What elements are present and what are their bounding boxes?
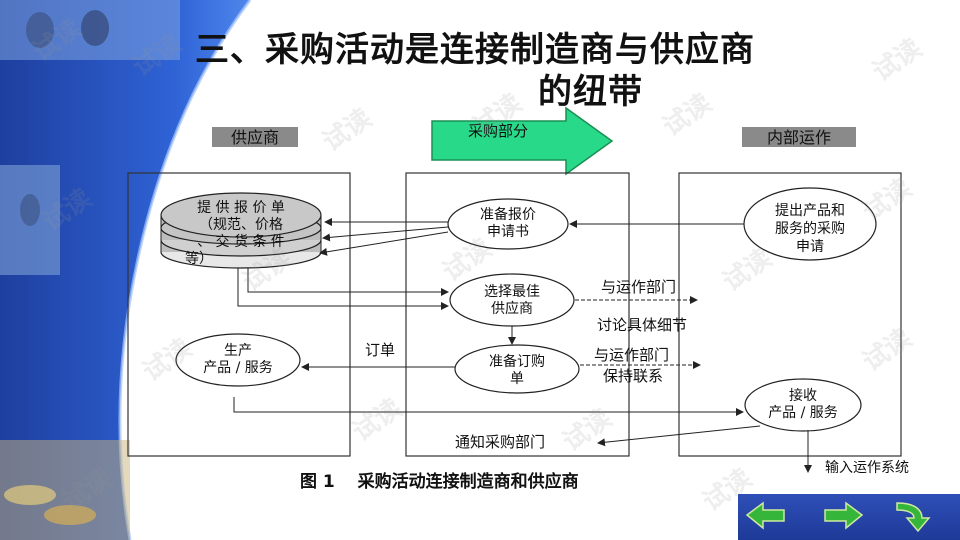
flow-edges (233, 218, 812, 473)
slide-title-line-1: 三、采购活动是连接制造商与供应商 (195, 30, 755, 70)
figure-caption: 图 1 采购活动连接制造商和供应商 (300, 471, 579, 492)
select-supplier-line-2: 供应商 (491, 300, 533, 317)
quote-document-stack: 提 供 报 价 单 （规范、价格 、 交 货 条 件 等） (160, 192, 322, 269)
propose-need-line-3: 申请 (796, 239, 824, 255)
input-system-label: 输入运作系统 (825, 460, 909, 476)
internal-header: 内部运作 (742, 127, 856, 147)
prepare-rfq-line-2: 申请书 (487, 224, 529, 240)
edge-quote-to-select-1 (237, 268, 449, 310)
select-supplier-line-1: 选择最佳 (484, 284, 540, 300)
production-line-2: 产品 / 服务 (203, 360, 273, 376)
propose-need-line-1: 提出产品和 (775, 203, 845, 219)
next-button[interactable] (824, 501, 864, 530)
discuss-details-label: 讨论具体细节 (597, 316, 687, 334)
arrow-right-icon (824, 501, 864, 530)
ops-dept-label: 与运作部门 (601, 278, 676, 296)
purchasing-arrow: 采购部分 (431, 106, 614, 176)
order-label: 订单 (365, 341, 395, 359)
supplier-header: 供应商 (212, 127, 298, 147)
prepare-order-line-2: 单 (510, 371, 524, 387)
quote-line-3: 、 交 货 条 件 (197, 233, 285, 250)
prepare-order-line-1: 准备订购 (489, 353, 545, 370)
left-decorative-sidebar (0, 0, 252, 540)
prepare-rfq-line-1: 准备报价 (480, 206, 536, 223)
ops-dept-2-label: 与运作部门 (594, 346, 669, 364)
propose-need-node: 提出产品和 服务的采购 申请 (743, 187, 877, 261)
propose-need-line-2: 服务的采购 (775, 221, 845, 237)
keep-contact-label: 保持联系 (603, 367, 663, 385)
quote-line-2: （规范、价格 (199, 216, 283, 233)
receive-node: 接收 产品 / 服务 (744, 378, 862, 432)
prepare-rfq-node: 准备报价 申请书 (447, 198, 569, 250)
select-supplier-node: 选择最佳 供应商 (449, 273, 575, 327)
supplier-header-label: 供应商 (231, 128, 279, 147)
edge-labels: 与运作部门 讨论具体细节 订单 与运作部门 保持联系 通知采购部门 输入运作系统 (365, 278, 909, 476)
production-line-1: 生产 (224, 343, 252, 359)
edge-production-to-receive (233, 397, 744, 416)
prev-button[interactable] (745, 501, 785, 530)
curved-arrow-icon (896, 502, 931, 533)
edge-rfq-to-quote-2 (322, 226, 449, 242)
quote-line-1: 提 供 报 价 单 (197, 200, 285, 216)
quote-line-4: 等） (185, 250, 213, 267)
internal-column (678, 172, 902, 457)
internal-header-label: 内部运作 (767, 128, 831, 147)
jump-button[interactable] (896, 502, 931, 533)
receive-line-2: 产品 / 服务 (768, 405, 838, 421)
notify-label: 通知采购部门 (455, 433, 545, 451)
prepare-order-node: 准备订购 单 (454, 344, 580, 394)
edge-receive-to-notify (597, 425, 761, 447)
production-node: 生产 产品 / 服务 (175, 333, 301, 387)
supplier-column (127, 172, 351, 457)
arrow-left-icon (745, 501, 785, 530)
purchasing-arrow-label: 采购部分 (468, 122, 528, 140)
edge-rfq-to-quote-3 (319, 231, 449, 256)
purchasing-column (405, 172, 630, 457)
edge-quote-to-select-2 (247, 268, 449, 296)
slide-title-line-2: 的纽带 (538, 72, 643, 112)
receive-line-1: 接收 (789, 387, 817, 404)
